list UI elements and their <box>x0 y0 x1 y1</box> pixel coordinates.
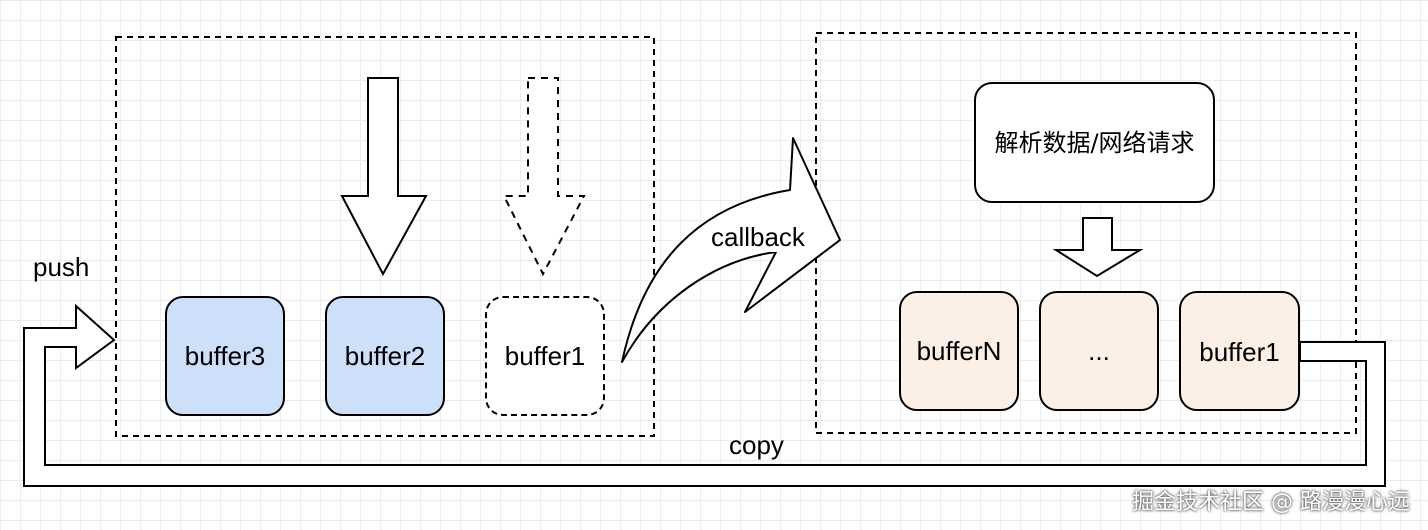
process-down-arrow <box>1052 217 1144 278</box>
buffer1-output-label: buffer1 <box>1199 337 1280 367</box>
left-buffer-pool-frame <box>115 36 655 437</box>
callback-label: callback <box>709 222 807 252</box>
buffer1-output-block: buffer1 <box>1179 291 1300 411</box>
ellipsis-label: ... <box>1088 335 1110 366</box>
buffer3-block: buffer3 <box>165 296 285 416</box>
right-processing-frame <box>815 32 1357 434</box>
push-label: push <box>33 252 90 282</box>
bufferN-block: bufferN <box>899 291 1019 411</box>
watermark: 掘金技术社区 @ 路漫漫心远 <box>1132 490 1410 515</box>
copy-push-loop-arrow <box>23 303 1386 487</box>
buffer1-pending-label: buffer1 <box>504 340 586 371</box>
dashed-down-arrow <box>502 77 586 277</box>
copy-label: copy <box>729 430 784 460</box>
buffer2-label: buffer2 <box>344 340 426 371</box>
buffer1-pending-block: buffer1 <box>485 296 605 416</box>
parse-request-label: 解析数据/网络请求 <box>994 128 1195 157</box>
ellipsis-block: ... <box>1039 291 1159 411</box>
solid-down-arrow <box>340 77 428 277</box>
buffer3-label: buffer3 <box>184 340 266 371</box>
parse-request-box: 解析数据/网络请求 <box>974 82 1215 203</box>
bufferN-label: bufferN <box>916 335 1002 366</box>
buffer2-block: buffer2 <box>325 296 445 416</box>
